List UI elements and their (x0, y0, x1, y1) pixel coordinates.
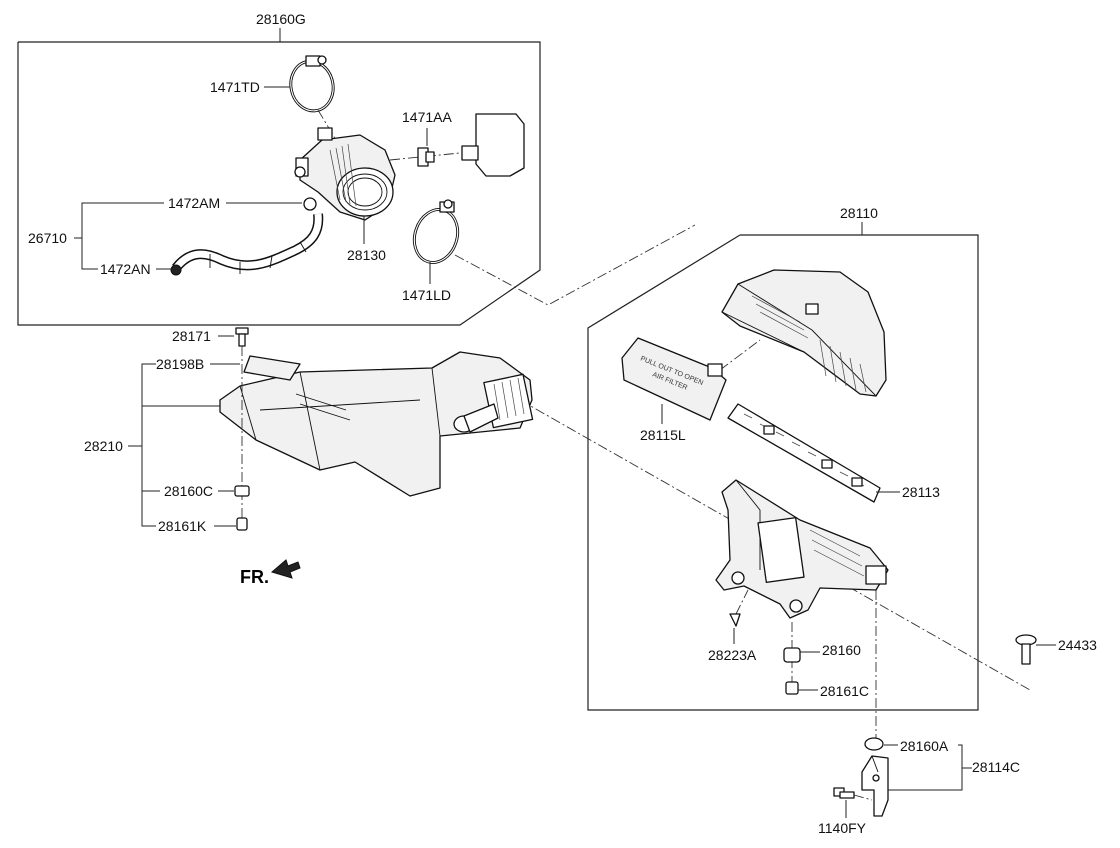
label-28160G: 28160G (256, 11, 306, 27)
dash-link-duct-to-box (454, 224, 696, 306)
label-28210: 28210 (84, 438, 123, 454)
front-arrow-icon (270, 559, 301, 579)
label-28223A: 28223A (708, 647, 757, 663)
label-1471AA: 1471AA (402, 109, 452, 125)
air-filter-element (727, 403, 881, 503)
label-28198B: 28198B (156, 356, 204, 372)
duct-assembly-frame (17, 28, 541, 326)
label-28114C: 28114C (972, 759, 1020, 775)
dash-link-cover (719, 339, 761, 371)
clip-28223A (729, 589, 749, 627)
bolt-24433 (1015, 634, 1037, 665)
label-28160C: 28160C (164, 483, 213, 499)
grommet-28160A (864, 737, 884, 751)
hose-clamp-bottom (412, 199, 460, 264)
cleaner-lower-body (715, 479, 889, 619)
air-guide (219, 351, 534, 497)
breather-hose (170, 197, 324, 276)
bracket-28114C (861, 755, 889, 817)
label-1140FY: 1140FY (818, 820, 867, 836)
collar-28161C (785, 681, 799, 695)
label-26710: 26710 (28, 230, 67, 246)
breather-connector (389, 113, 525, 177)
label-1471TD: 1471TD (210, 79, 260, 95)
air-cleaner-frame (587, 222, 979, 711)
label-28115L: 28115L (640, 427, 686, 443)
front-indicator: FR. (240, 567, 269, 587)
label-28160: 28160 (822, 642, 861, 658)
label-28110: 28110 (840, 205, 878, 221)
label-28171: 28171 (172, 328, 211, 344)
filter-cover-flap: PULL OUT TO OPEN AIR FILTER (621, 337, 727, 421)
label-28161C: 28161C (820, 683, 869, 699)
label-28160A: 28160A (900, 738, 949, 754)
label-28113: 28113 (902, 484, 940, 500)
grommet-28160C (234, 485, 250, 497)
grommet-28160 (783, 622, 801, 682)
label-1472AN: 1472AN (100, 261, 151, 277)
intake-duct (294, 127, 396, 221)
label-1471LD: 1471LD (402, 287, 451, 303)
label-28130: 28130 (347, 247, 386, 263)
collar-28161K (236, 517, 248, 531)
hose-clamp-top (289, 55, 337, 141)
bolt-1140FY (833, 787, 873, 801)
cleaner-upper-cover (721, 269, 887, 397)
label-28161K: 28161K (158, 518, 207, 534)
label-1472AM: 1472AM (168, 195, 220, 211)
label-24433: 24433 (1058, 637, 1097, 653)
